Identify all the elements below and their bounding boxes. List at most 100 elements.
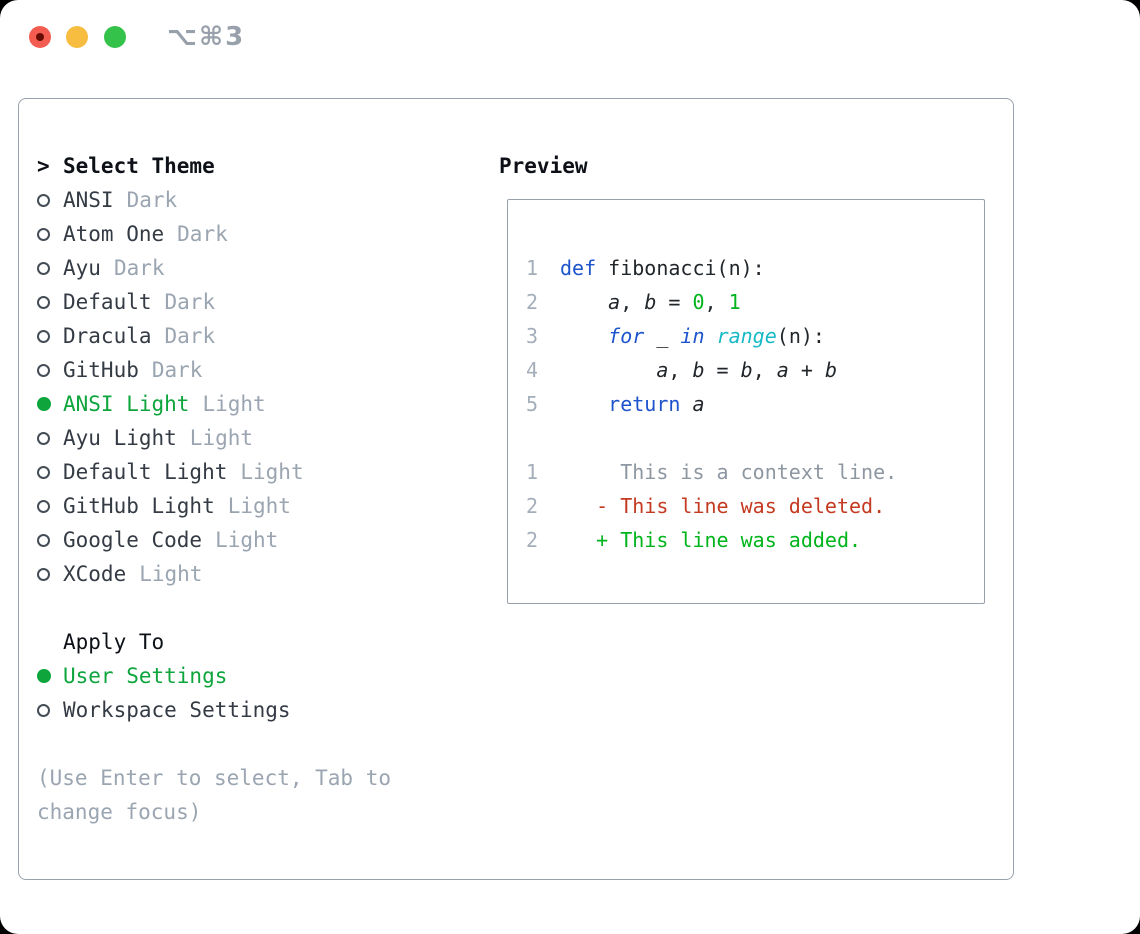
option-variant-label: Light (215, 528, 279, 552)
radio-unselected-icon (37, 431, 63, 445)
option-label: Atom One (63, 222, 165, 246)
theme-option-default-light[interactable]: Default Light Light (37, 455, 304, 489)
theme-list-header: > Select Theme (37, 149, 304, 183)
option-label: Ayu Light (63, 426, 177, 450)
line-content: a, b = 0, 1 (608, 290, 741, 314)
radio-unselected-icon (37, 567, 63, 581)
line-number: 4 (526, 358, 539, 382)
line-content: This is a context line. (560, 460, 898, 484)
line-content: a, b = b, a + b (656, 358, 837, 382)
theme-option-ayu[interactable]: Ayu Dark (37, 251, 304, 285)
code-line: 3 for _ in range(n): (526, 319, 897, 353)
theme-option-ansi-light[interactable]: ANSI Light Light (37, 387, 304, 421)
option-label: Dracula (63, 324, 152, 348)
radio-unselected-icon (37, 261, 63, 275)
option-label: Default (63, 290, 152, 314)
theme-option-atom-one[interactable]: Atom One Dark (37, 217, 304, 251)
option-label: Workspace Settings (63, 698, 291, 722)
titlebar: ⌥⌘3 (0, 0, 1140, 74)
minimize-button[interactable] (66, 26, 88, 48)
focus-prompt-icon: > (37, 154, 50, 178)
option-variant-label: Dark (177, 222, 228, 246)
option-variant-label: Light (227, 494, 291, 518)
radio-unselected-icon (37, 363, 63, 377)
line-content: for _ in range(n): (608, 324, 825, 348)
line-number: 1 (526, 256, 539, 280)
help-text: (Use Enter to select, Tab to change focu… (37, 766, 392, 824)
close-focus-dot-icon (36, 33, 44, 41)
radio-unselected-icon (37, 465, 63, 479)
theme-option-ansi[interactable]: ANSI Dark (37, 183, 304, 217)
option-variant-label: Dark (164, 290, 216, 314)
theme-option-xcode[interactable]: XCode Light (37, 557, 304, 591)
radio-unselected-icon (37, 329, 63, 343)
preview-title: Preview (499, 154, 588, 178)
radio-unselected-icon (37, 295, 63, 309)
diff-line: 1 This is a context line. (526, 455, 897, 489)
option-variant-label: Light (189, 426, 254, 450)
line-number: 3 (526, 324, 539, 348)
code-line: 1 def fibonacci(n): (526, 251, 897, 285)
option-variant-label: Dark (164, 324, 216, 348)
option-label: GitHub (63, 358, 139, 382)
option-label: ANSI (63, 188, 114, 212)
line-content: return a (608, 392, 705, 416)
apply-to-title: Apply To (63, 630, 165, 654)
option-label: User Settings (63, 664, 228, 688)
option-label: Google Code (63, 528, 203, 552)
code-line: 2 a, b = 0, 1 (526, 285, 897, 319)
radio-selected-icon (37, 397, 63, 411)
option-label: ANSI Light (63, 392, 190, 416)
radio-unselected-icon (37, 227, 63, 241)
option-variant-label: Light (240, 460, 304, 484)
select-theme-title: Select Theme (63, 154, 215, 178)
option-label: XCode (63, 562, 127, 586)
line-number: 2 (526, 494, 539, 518)
code-line: 4 a, b = b, a + b (526, 353, 897, 387)
theme-option-github-light[interactable]: GitHub Light Light (37, 489, 304, 523)
option-variant-label: Dark (126, 188, 178, 212)
theme-option-default[interactable]: Default Dark (37, 285, 304, 319)
diff-line: 2 + This line was added. (526, 523, 897, 557)
line-content: - This line was deleted. (560, 494, 886, 518)
line-number: 2 (526, 290, 539, 314)
line-number: 1 (526, 460, 539, 484)
window-shortcut-label: ⌥⌘3 (167, 22, 246, 52)
code-line: 5 return a (526, 387, 897, 421)
apply-option-workspace-settings[interactable]: Workspace Settings (37, 693, 291, 727)
option-variant-label: Light (139, 562, 203, 586)
option-variant-label: Light (202, 392, 266, 416)
option-label: GitHub Light (63, 494, 215, 518)
radio-unselected-icon (37, 703, 63, 717)
theme-option-ayu-light[interactable]: Ayu Light Light (37, 421, 304, 455)
line-content: + This line was added. (560, 528, 862, 552)
option-label: Ayu (63, 256, 101, 280)
option-variant-label: Dark (113, 256, 165, 280)
radio-selected-icon (37, 669, 63, 683)
radio-unselected-icon (37, 499, 63, 513)
apply-option-user-settings[interactable]: User Settings (37, 659, 291, 693)
radio-unselected-icon (37, 193, 63, 207)
theme-option-dracula[interactable]: Dracula Dark (37, 319, 304, 353)
radio-unselected-icon (37, 533, 63, 547)
line-number: 5 (526, 392, 539, 416)
line-content: def fibonacci(n): (560, 256, 765, 280)
zoom-button[interactable] (104, 26, 126, 48)
option-label: Default Light (63, 460, 228, 484)
close-button[interactable] (29, 26, 51, 48)
diff-block: 1 This is a context line.2 - This line w… (526, 455, 897, 557)
theme-option-google-code[interactable]: Google Code Light (37, 523, 304, 557)
line-number: 2 (526, 528, 539, 552)
apply-to-header: Apply To (37, 625, 291, 659)
diff-line: 2 - This line was deleted. (526, 489, 897, 523)
